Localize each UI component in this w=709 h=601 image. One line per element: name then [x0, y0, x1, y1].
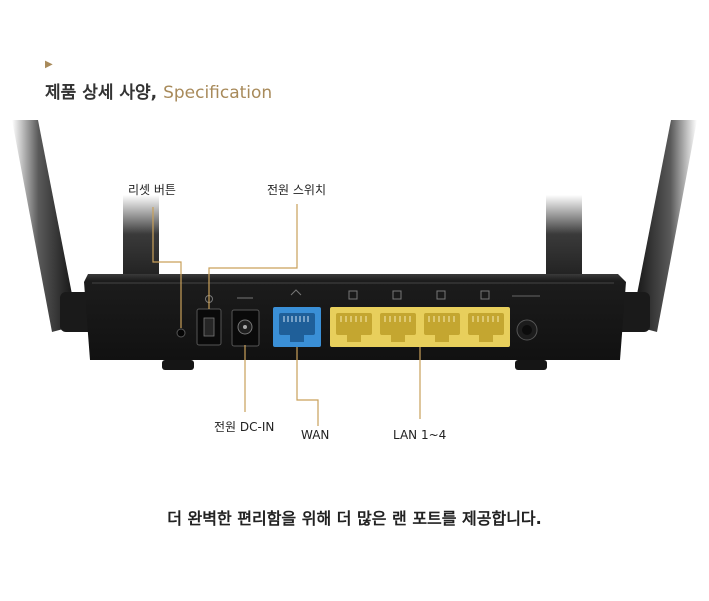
callout-lines: [152, 204, 421, 426]
label-power-dc-in: 전원 DC-IN: [214, 420, 275, 434]
section-header: ▶ 제품 상세 사양, Specification: [45, 59, 272, 104]
triangle-icon: ▶: [45, 59, 53, 70]
label-power-switch: 전원 스위치: [267, 183, 327, 197]
caption-text: 더 완벽한 편리함을 위해 더 많은 랜 포트를 제공합니다.: [167, 509, 542, 528]
lan-ports: [330, 290, 510, 347]
callout-line-power-switch: [208, 204, 298, 309]
wps-button: [512, 295, 540, 341]
label-reset-button: 리셋 버튼: [128, 183, 176, 197]
dc-in-port: [231, 297, 260, 347]
title-english: Specification: [163, 83, 273, 103]
label-wan: WAN: [301, 428, 330, 442]
callout-line-wan: [296, 347, 319, 426]
reset-button-hole: [176, 328, 186, 338]
wan-port: [273, 289, 321, 347]
callout-line-reset: [152, 207, 182, 328]
page-title: 제품 상세 사양, Specification: [45, 78, 272, 103]
label-lan: LAN 1~4: [393, 428, 447, 442]
title-korean: 제품 상세 사양,: [45, 83, 158, 103]
